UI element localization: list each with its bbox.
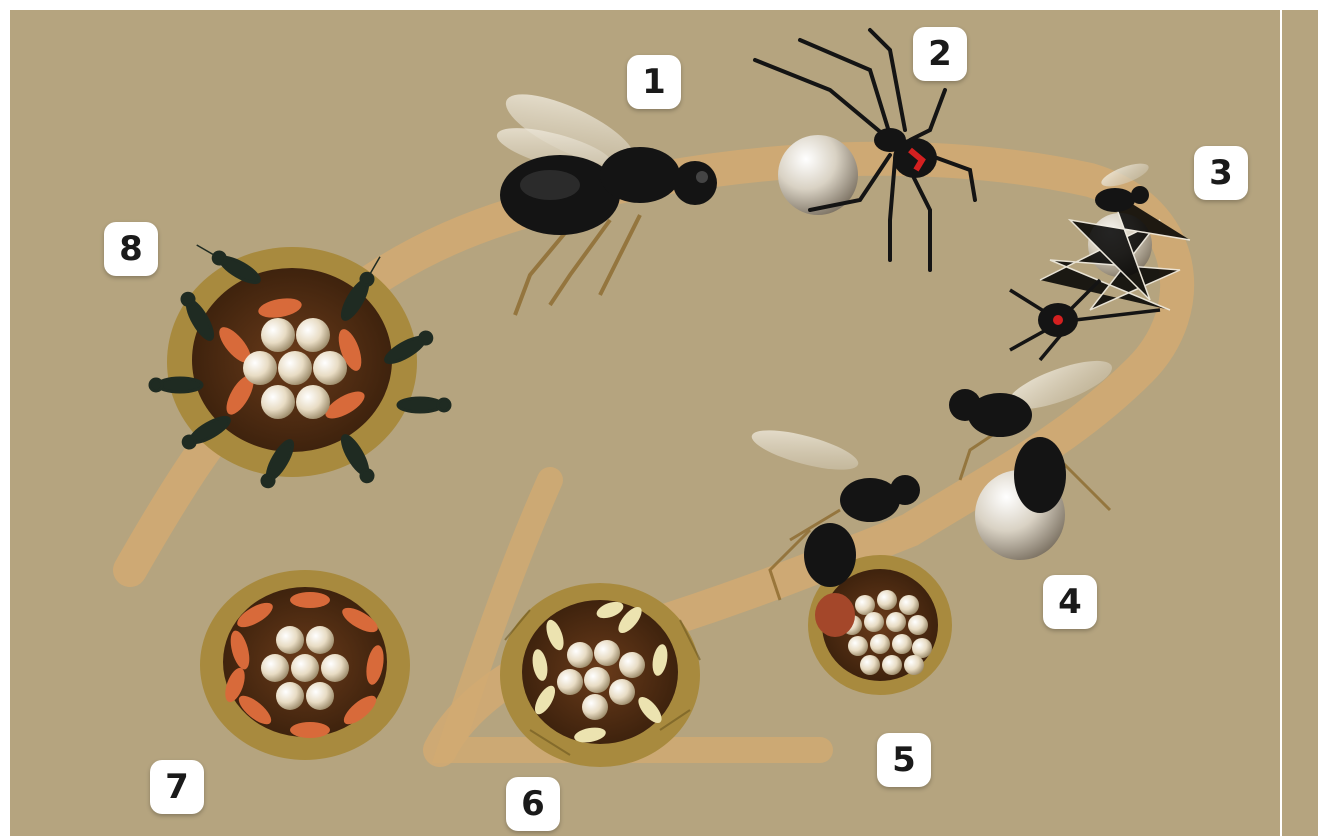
stage-label-8: 8 (104, 222, 158, 276)
stage-5-nest (748, 422, 952, 695)
stage-label-5: 5 (877, 733, 931, 787)
stage-label-4: 4 (1043, 575, 1097, 629)
life-cycle-illustration (10, 10, 1280, 836)
stage-label-3: 3 (1194, 146, 1248, 200)
stage-1-wasp (493, 80, 717, 315)
stage-label-6: 6 (506, 777, 560, 831)
stage-7-nest (200, 570, 410, 760)
right-strip (1282, 10, 1318, 836)
stage-6-nest (500, 583, 700, 767)
stage-label-2: 2 (913, 27, 967, 81)
life-cycle-diagram: 1 2 3 4 5 6 7 8 (10, 10, 1280, 836)
stage-label-1: 1 (627, 55, 681, 109)
stage-label-7: 7 (150, 760, 204, 814)
stage-4-wasp-with-egg (949, 351, 1117, 560)
